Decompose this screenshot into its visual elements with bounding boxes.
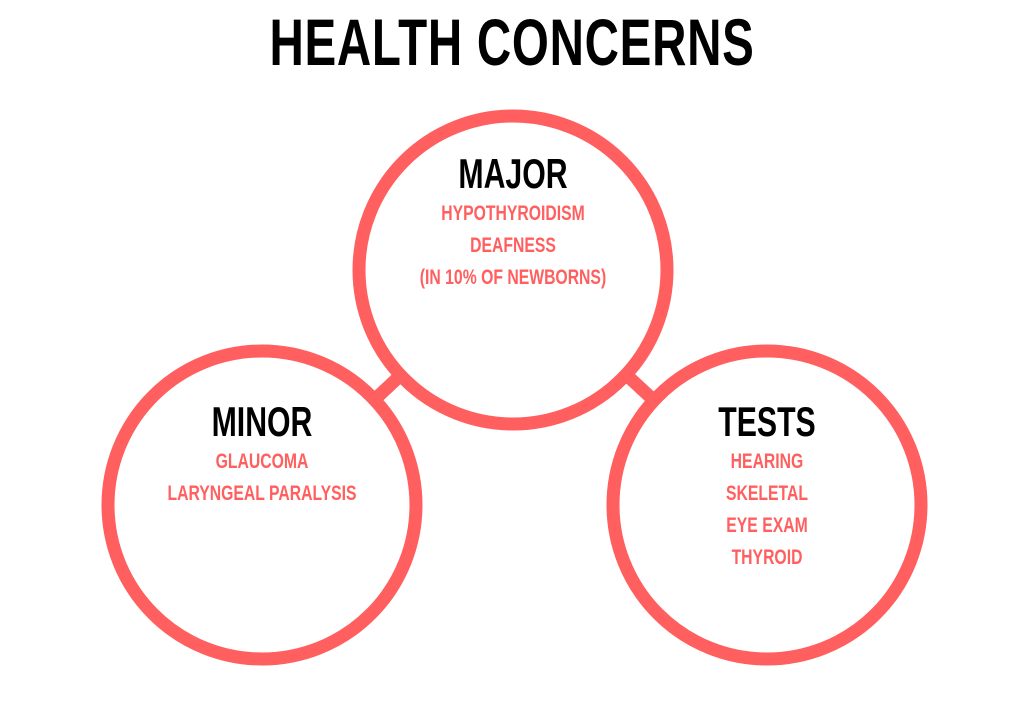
major-heading: MAJOR bbox=[458, 150, 568, 197]
minor-item: LARYNGEAL PARALYSIS bbox=[167, 482, 357, 505]
tests-heading: TESTS bbox=[718, 398, 816, 445]
minor-group: MINOR GLAUCOMA LARYNGEAL PARALYSIS bbox=[102, 398, 422, 510]
tests-group: TESTS HEARING SKELETAL EYE EXAM THYROID bbox=[607, 398, 927, 574]
major-item: DEAFNESS bbox=[470, 234, 556, 257]
major-circle bbox=[352, 109, 674, 431]
tests-item: THYROID bbox=[731, 546, 803, 569]
tests-circle bbox=[606, 344, 928, 666]
major-group: MAJOR HYPOTHYROIDISM DEAFNESS (IN 10% OF… bbox=[353, 150, 673, 294]
tests-item: SKELETAL bbox=[726, 482, 808, 505]
minor-circle bbox=[101, 344, 423, 666]
tests-item: HEARING bbox=[730, 450, 804, 473]
major-item: HYPOTHYROIDISM bbox=[441, 202, 585, 225]
page-title: HEALTH CONCERNS bbox=[269, 5, 755, 79]
minor-item: GLAUCOMA bbox=[215, 450, 309, 473]
tests-item: EYE EXAM bbox=[726, 514, 808, 537]
minor-heading: MINOR bbox=[211, 398, 313, 445]
major-item: (IN 10% OF NEWBORNS) bbox=[419, 266, 607, 289]
